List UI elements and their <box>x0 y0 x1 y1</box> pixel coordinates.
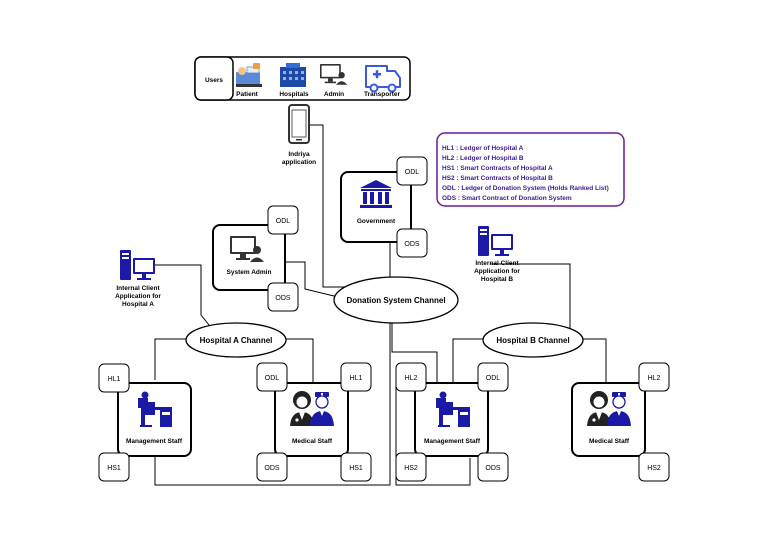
system-admin-label: System Admin <box>227 269 272 276</box>
donation-channel: Donation System Channel <box>333 276 459 324</box>
government-node: Government ODL ODS <box>340 156 428 258</box>
hospital-a-medical-tag-odl: ODL <box>265 375 280 382</box>
system-admin-tag-odl: ODL <box>276 218 291 225</box>
hospital-a-medical-tag-hs1: HS1 <box>349 465 363 472</box>
hospital-a-management-node: Management Staff HL1 HS1 <box>98 363 192 482</box>
users-panel: Users Patient Hospitals Admin <box>194 56 411 101</box>
client-computer-icon <box>120 250 155 280</box>
users-title: Users <box>205 77 223 84</box>
patient-bed-icon <box>236 63 262 87</box>
government-tag-odl: ODL <box>405 169 420 176</box>
legend-item-odl: ODL : Ledger of Donation System (Holds R… <box>442 185 609 192</box>
hospital-b-management-tag-ods: ODS <box>485 465 501 472</box>
legend-item-hs1: HS1 : Smart Contracts of Hospital A <box>442 165 553 172</box>
users-patient-label: Patient <box>236 91 259 98</box>
hospital-b-medical-tag-hs2: HS2 <box>647 465 661 472</box>
hospital-a-channel-label: Hospital A Channel <box>200 336 273 345</box>
client-a-line3: Hospital A <box>122 301 154 308</box>
government-building-icon <box>360 180 392 208</box>
government-label: Government <box>357 218 396 225</box>
users-admin-label: Admin <box>324 91 344 98</box>
legend-box: HL1 : Ledger of Hospital A HL2 : Ledger … <box>436 132 625 207</box>
hospital-b-management-tag-odl: ODL <box>486 375 501 382</box>
client-a-line2: Application for <box>115 293 161 300</box>
hospital-a-medical-node: Medical Staff ODL HL1 ODS HS1 <box>256 362 372 482</box>
hospital-building-icon <box>280 63 306 87</box>
hospital-a-management-tag-hl1: HL1 <box>108 376 121 383</box>
hospital-b-management-node: Management Staff HL2 ODL HS2 ODS <box>395 362 509 482</box>
hospital-b-medical-node: Medical Staff HL2 HS2 <box>571 362 670 482</box>
connector-lines <box>154 124 607 486</box>
hospital-a-channel: Hospital A Channel <box>185 322 287 358</box>
ambulance-icon <box>365 65 401 93</box>
legend-item-hl1: HL1 : Ledger of Hospital A <box>442 145 524 152</box>
client-b-line3: Hospital B <box>481 276 513 283</box>
legend-item-hs2: HS2 : Smart Contracts of Hospital B <box>442 175 553 182</box>
users-transporter-label: Transporter <box>364 91 401 98</box>
hospital-a-management-tag-hs1: HS1 <box>107 465 121 472</box>
hospital-a-medical-label: Medical Staff <box>292 438 333 445</box>
app-name-line2: application <box>282 159 316 166</box>
mobile-phone-icon <box>288 104 310 144</box>
government-tag-ods: ODS <box>404 241 420 248</box>
app-name-line1: Indriya <box>288 151 310 158</box>
hospital-b-management-label: Management Staff <box>424 438 481 445</box>
hospital-b-channel-label: Hospital B Channel <box>496 336 569 345</box>
client-a-line1: Internal Client <box>116 285 160 292</box>
donation-channel-label: Donation System Channel <box>346 296 445 305</box>
hospital-a-medical-tag-hl1: HL1 <box>350 375 363 382</box>
hospital-a-management-label: Management Staff <box>126 438 183 445</box>
system-admin-node: System Admin ODL ODS <box>212 205 299 312</box>
client-b-line1: Internal Client <box>475 260 519 267</box>
legend-item-hl2: HL2 : Ledger of Hospital B <box>442 155 524 162</box>
hospital-b-medical-label: Medical Staff <box>589 438 630 445</box>
system-admin-tag-ods: ODS <box>275 295 291 302</box>
client-b-line2: Application for <box>474 268 520 275</box>
users-hospitals-label: Hospitals <box>279 91 309 98</box>
legend-item-ods: ODS : Smart Contract of Donation System <box>442 195 572 202</box>
hospital-a-medical-tag-ods: ODS <box>264 465 280 472</box>
client-computer-icon <box>478 226 513 256</box>
hospital-b-medical-tag-hl2: HL2 <box>648 375 661 382</box>
hospital-b-channel: Hospital B Channel <box>482 322 584 358</box>
hospital-b-management-tag-hl2: HL2 <box>405 375 418 382</box>
hospital-b-management-tag-hs2: HS2 <box>404 465 418 472</box>
